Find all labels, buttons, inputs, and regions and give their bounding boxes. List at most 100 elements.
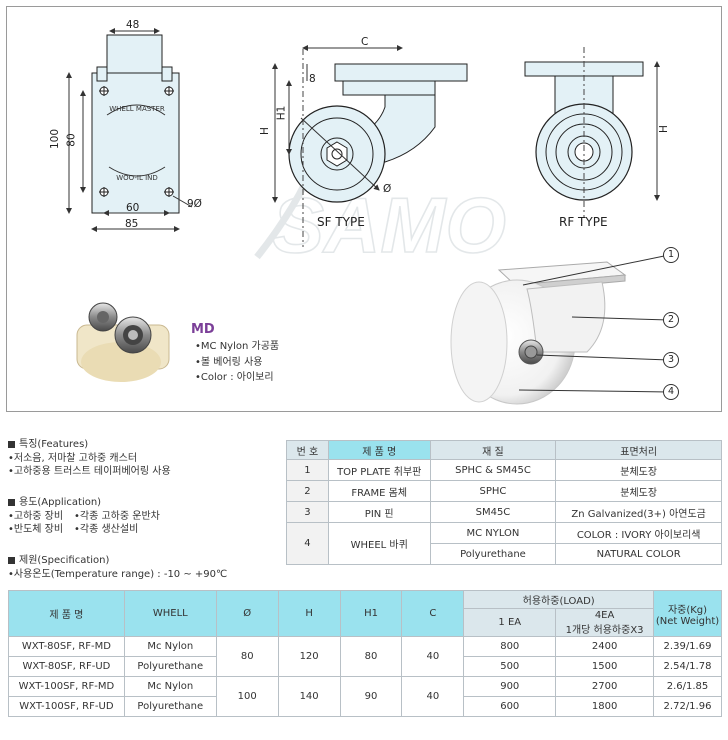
- svg-text:SAMO: SAMO: [272, 181, 506, 269]
- cell-load-4ea: 2400: [555, 636, 654, 657]
- row-finish: COLOR : IVORY 아이보리색: [555, 522, 722, 544]
- header-weight-l2: (Net Weight): [655, 615, 720, 627]
- row-part: PIN 핀: [327, 501, 431, 523]
- cell-h: 140: [277, 676, 341, 717]
- md-bullet: Color : 아이보리: [195, 370, 279, 386]
- dim-c: C: [361, 36, 369, 48]
- cell-c: 40: [401, 636, 465, 677]
- application-item: 고하중 장비: [8, 510, 74, 524]
- header-material: 재 질: [429, 440, 557, 460]
- cell-dia: 100: [215, 676, 279, 717]
- cell-c: 40: [401, 676, 465, 717]
- row-finish: 분체도장: [555, 459, 722, 481]
- header-load-4ea-l1: 4EA: [594, 609, 615, 621]
- md-bullet: MC Nylon 가공품: [195, 339, 279, 355]
- temperature-range: 사용온도(Temperature range) : -10 ~ +90℃: [8, 568, 227, 582]
- header-finish: 표면처리: [555, 440, 722, 460]
- sf-type-view: [272, 45, 468, 247]
- md-title: MD: [191, 322, 215, 337]
- table-row: 2 FRAME 몸체 SPHC 분체도장: [286, 480, 722, 502]
- cell-load-4ea: 1500: [555, 656, 654, 677]
- header-load-1ea: 1 EA: [463, 608, 557, 637]
- row-part: FRAME 몸체: [327, 480, 431, 502]
- cell-h1: 90: [339, 676, 403, 717]
- rf-type-view: [524, 47, 660, 217]
- dim-h-sf: H: [258, 127, 271, 135]
- materials-table: 번 호 제 품 명 재 질 표면처리 1 TOP PLATE 취부판 SPHC …: [286, 440, 722, 565]
- md-bullet: 볼 베어링 사용: [195, 355, 279, 371]
- rf-type-label: RF TYPE: [559, 215, 608, 229]
- dim-bolt-hole: 9Ø: [187, 198, 202, 210]
- table-header-row: 제 품 명 WHELL Ø H H1 C 허용하중(LOAD) 자중(Kg) (…: [8, 590, 722, 637]
- dim-h1: H1: [275, 105, 288, 121]
- cell-weight: 2.6/1.85: [653, 676, 722, 697]
- cell-wheel: Polyurethane: [123, 656, 217, 677]
- cell-wheel: Polyurethane: [123, 696, 217, 717]
- table-header-row: 1 EA 4EA 1개당 허용하중X3: [9, 608, 722, 637]
- callout-3: 3: [663, 352, 679, 368]
- cell-load-1ea: 800: [463, 636, 557, 657]
- row-no: 1: [286, 459, 329, 481]
- specification-title: 제원(Specification): [19, 555, 110, 566]
- front-view: WHELL MASTER WOO-IL IND: [66, 28, 193, 232]
- row-material: Polyurethane: [429, 543, 557, 565]
- bullet-square-icon: [8, 441, 15, 449]
- svg-text:WOO-IL IND: WOO-IL IND: [116, 174, 158, 182]
- dim-8: 8: [309, 73, 316, 85]
- header-load-4ea-l2: 1개당 허용하중X3: [565, 624, 644, 636]
- header-load: 허용하중(LOAD): [463, 590, 654, 609]
- header-h: H: [277, 590, 341, 637]
- header-wheel: WHELL: [123, 590, 217, 637]
- cell-h: 120: [277, 636, 341, 677]
- features-item: 저소음, 저마찰 고하중 캐스터: [8, 452, 171, 466]
- header-weight: 자중(Kg) (Net Weight): [653, 590, 722, 637]
- cell-load-1ea: 500: [463, 656, 557, 677]
- row-no: 3: [286, 501, 329, 523]
- header-product: 제 품 명: [8, 590, 125, 637]
- callout-2: 2: [663, 312, 679, 328]
- caster-3d-illustration: [450, 254, 670, 405]
- row-no: 2: [286, 480, 329, 502]
- row-part: WHEEL 바퀴: [327, 522, 431, 565]
- row-no: 4: [286, 522, 329, 565]
- cell-h1: 80: [339, 636, 403, 677]
- callout-4: 4: [663, 384, 679, 400]
- row-finish: NATURAL COLOR: [555, 543, 722, 565]
- table-row: WXT-100SF, RF-UD Polyurethane 600 1800 2…: [8, 696, 722, 717]
- cell-dia: 80: [215, 636, 279, 677]
- cell-load-1ea: 900: [463, 676, 557, 697]
- cell-load-4ea: 2700: [555, 676, 654, 697]
- dim-60: 60: [126, 202, 140, 214]
- features-section: 특징(Features) 저소음, 저마찰 고하중 캐스터 고하중용 트러스트 …: [8, 438, 171, 479]
- bullet-square-icon: [8, 557, 15, 565]
- dim-h-rf: H: [657, 125, 670, 133]
- cell-load-1ea: 600: [463, 696, 557, 717]
- sf-type-label: SF TYPE: [317, 215, 365, 229]
- header-c: C: [401, 590, 465, 637]
- header-load-4ea: 4EA 1개당 허용하중X3: [555, 608, 654, 637]
- row-material: MC NYLON: [429, 522, 557, 544]
- bullet-square-icon: [8, 499, 15, 507]
- application-section: 용도(Application) 고하중 장비 각종 고하중 운반차 반도체 장비…: [8, 496, 184, 537]
- row-finish: 분체도장: [555, 480, 722, 502]
- features-item: 고하중용 트러스트 테이퍼베어링 사용: [8, 465, 171, 479]
- table-header-row: 번 호 제 품 명 재 질 표면처리: [286, 440, 722, 460]
- cell-weight: 2.39/1.69: [653, 636, 722, 657]
- cell-product: WXT-80SF, RF-UD: [8, 656, 125, 677]
- md-wheel-photo: [76, 302, 170, 382]
- dim-100: 100: [49, 128, 62, 150]
- cell-product: WXT-100SF, RF-MD: [8, 676, 125, 697]
- dim-80: 80: [65, 133, 78, 147]
- table-row: WXT-80SF, RF-MD Mc Nylon 80 120 80 40 80…: [8, 636, 722, 677]
- cell-wheel: Mc Nylon: [123, 676, 217, 697]
- md-bullets: MC Nylon 가공품 볼 베어링 사용 Color : 아이보리: [195, 339, 279, 386]
- cell-product: WXT-100SF, RF-UD: [8, 696, 125, 717]
- table-row: 1 TOP PLATE 취부판 SPHC & SM45C 분체도장: [286, 459, 722, 481]
- header-dia: Ø: [215, 590, 279, 637]
- table-row: 3 PIN 핀 SM45C Zn Galvanized(3+) 아연도금: [286, 501, 722, 523]
- header-no: 번 호: [286, 440, 329, 460]
- cell-product: WXT-80SF, RF-MD: [8, 636, 125, 657]
- table-row: Polyurethane NATURAL COLOR: [287, 543, 722, 565]
- dim-85: 85: [125, 218, 139, 230]
- cell-load-4ea: 1800: [555, 696, 654, 717]
